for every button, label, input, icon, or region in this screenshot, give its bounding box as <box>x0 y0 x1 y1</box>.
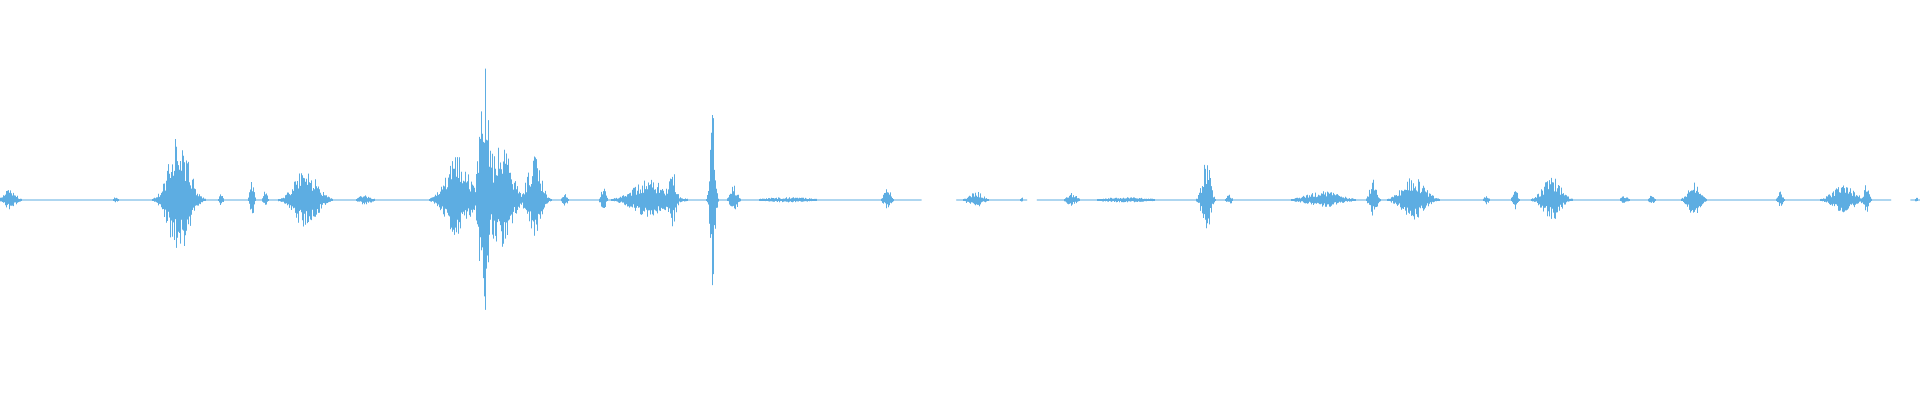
waveform-samples <box>0 68 1920 310</box>
